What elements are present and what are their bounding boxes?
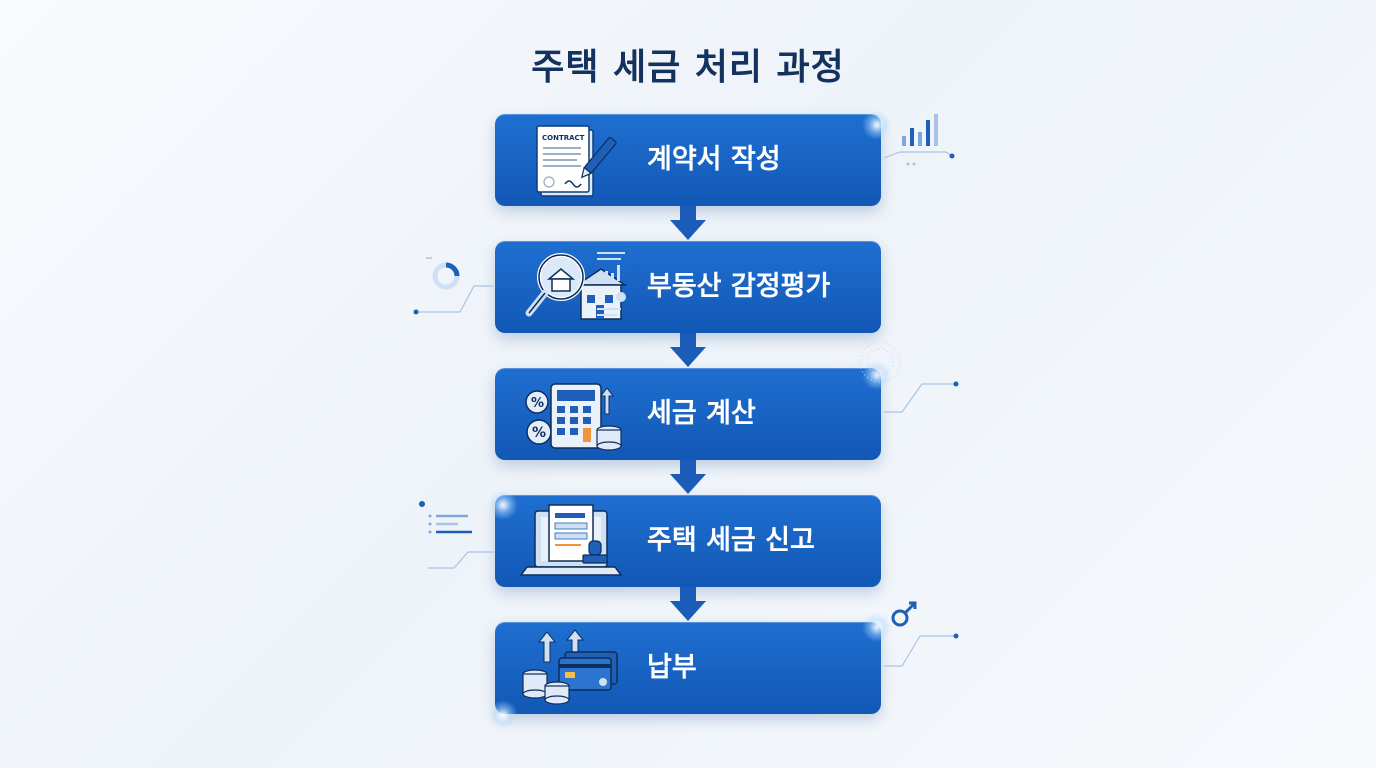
donut-chart-icon [413,257,494,315]
mini-bar-chart-icon [883,114,955,166]
calculator-icon: % % [525,383,622,451]
step-payment: 납부 [495,622,881,714]
step-label: 세금 계산 [647,398,756,429]
contract-icon-text: CONTRACT [542,134,585,142]
title: 주택 세금 처리 과정 [531,47,845,88]
sparkle-glow [862,360,892,390]
arrow-down-icon [670,206,706,240]
step-label: 계약서 작성 [647,144,781,175]
step-label: 주택 세금 신고 [647,525,815,556]
list-lines-icon [419,501,494,569]
step-appraisal: 부동산 감정평가 [495,241,881,333]
arrow-down-icon [670,460,706,494]
percent-text: % [532,425,546,441]
percent-text: % [531,396,544,411]
step-label: 부동산 감정평가 [647,271,831,302]
gender-symbol-icon [884,601,959,667]
step-tax-filing: 주택 세금 신고 [495,495,881,587]
sparkle-glow [862,110,892,140]
sparkle-glow [488,700,518,730]
sparkle-glow [488,490,518,520]
laptop-form-icon [519,504,623,576]
arrow-down-icon [670,333,706,367]
dotted-globe-icon [859,341,959,413]
coins-card-icon [522,629,618,705]
contract-icon: CONTRACT [536,125,617,197]
bar-chart-mini-icon [597,252,626,316]
step-tax-calc: % % 세금 계산 [495,368,881,460]
step-contract: CONTRACT 계약서 작성 [495,114,881,206]
sparkle-glow [862,612,892,642]
arrow-down-icon [670,587,706,621]
step-label: 납부 [647,652,697,683]
